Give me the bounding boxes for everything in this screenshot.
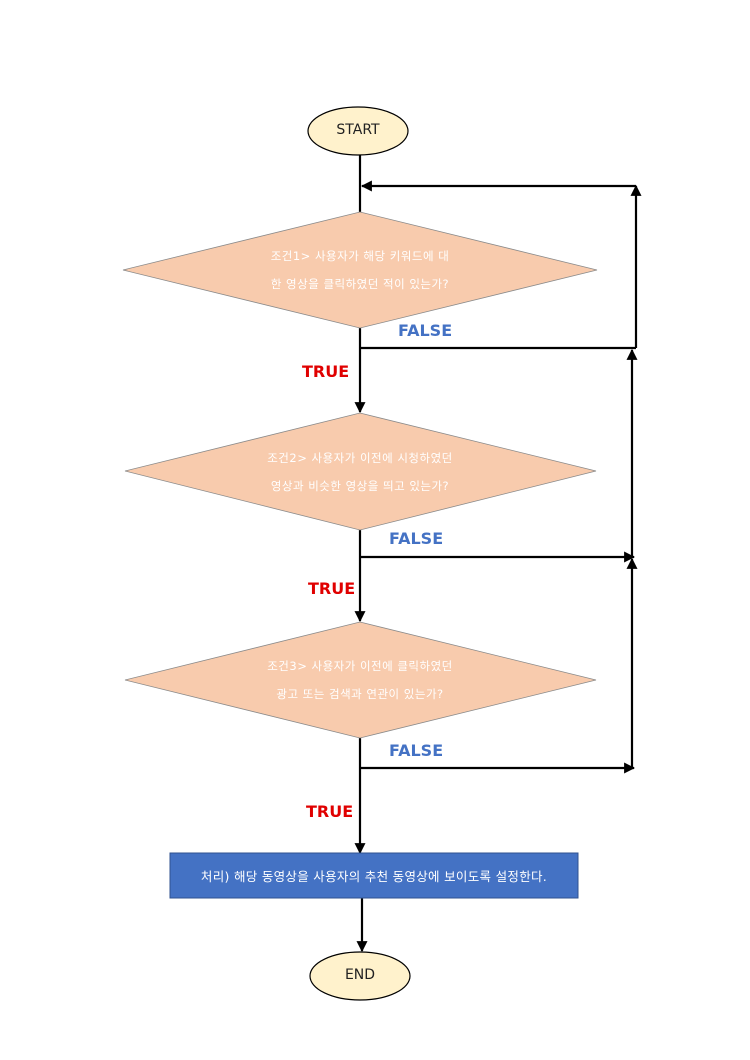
end-terminal [309,951,411,1001]
decision-diamond-1 [122,211,598,329]
condition-1-line1: 조건1> 사용자가 해당 키워드에 대 [270,249,450,263]
start-label: START [336,122,380,138]
condition-2-true-label: TRUE [308,579,356,598]
condition-2-line2: 영상과 비슷한 영상을 띄고 있는가? [270,479,450,493]
condition-3-text: 조건3> 사용자가 이전에 클릭하였던 광고 또는 검색과 연관이 있는가? [200,652,520,708]
condition-2-text: 조건2> 사용자가 이전에 시청하였던 영상과 비슷한 영상을 띄고 있는가? [200,444,520,500]
condition-2-false-label: FALSE [389,529,444,548]
end-label: END [344,967,376,983]
decision-diamond-3 [124,621,597,739]
condition-3-true-label: TRUE [306,802,354,821]
condition-1-false-label: FALSE [398,321,453,340]
condition-3-false-label: FALSE [389,741,444,760]
start-terminal [307,106,409,156]
process-box [169,852,579,899]
decision-diamond-2 [124,412,597,531]
condition-1-true-label: TRUE [302,362,350,381]
condition-3-line2: 광고 또는 검색과 연관이 있는가? [276,687,444,701]
process-label: 처리) 해당 동영상을 사용자의 추천 동영상에 보이도록 설정한다. [200,869,548,884]
condition-1-text: 조건1> 사용자가 해당 키워드에 대 한 영상을 클릭하였던 적이 있는가? [200,242,520,298]
condition-3-line1: 조건3> 사용자가 이전에 클릭하였던 [267,659,453,673]
condition-2-line1: 조건2> 사용자가 이전에 시청하였던 [267,451,453,465]
condition-1-line2: 한 영상을 클릭하였던 적이 있는가? [270,277,450,291]
connectors [354,155,642,953]
